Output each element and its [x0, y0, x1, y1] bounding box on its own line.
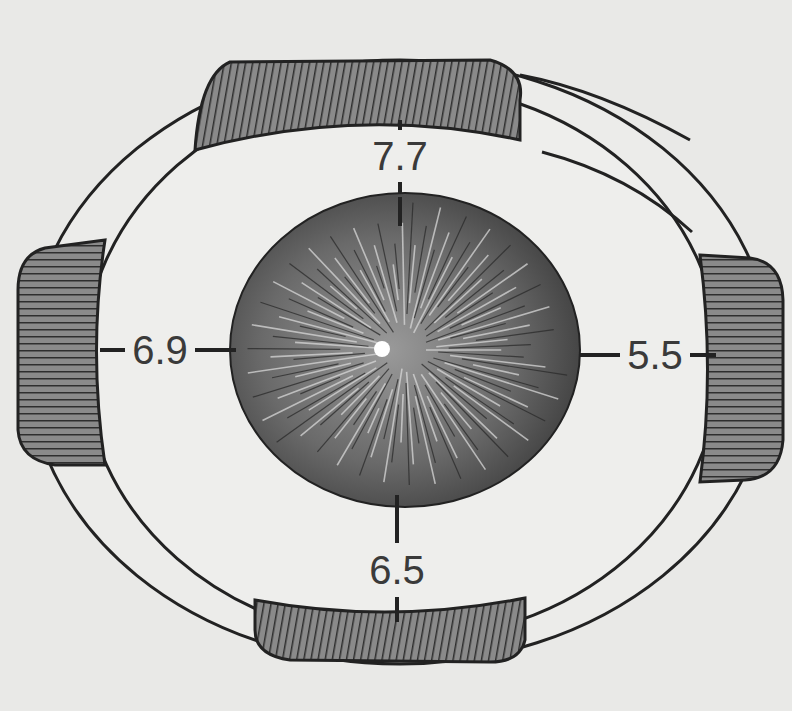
superior-rectus — [195, 60, 521, 150]
iris-streak — [425, 385, 455, 437]
iris-streak — [449, 345, 531, 348]
iris-streak — [272, 364, 338, 378]
globe-outline — [28, 60, 772, 664]
iris — [230, 193, 580, 507]
measurement-label: 5.5 — [625, 334, 685, 376]
iris-streak — [438, 267, 469, 307]
iris-streak — [430, 407, 461, 479]
iris-streak — [463, 325, 530, 338]
measurement-label: 6.5 — [367, 549, 427, 591]
iris-streak — [476, 330, 554, 341]
pupil — [374, 341, 390, 357]
iris-streak — [335, 258, 370, 303]
iris-streak — [409, 245, 415, 303]
iris-streak — [421, 242, 470, 323]
lateral-rectus — [700, 255, 783, 482]
iris-streak — [406, 383, 409, 485]
iris-streak — [395, 244, 399, 289]
oblique-line — [542, 152, 692, 232]
iris-streak — [457, 264, 527, 313]
iris-streak — [248, 348, 341, 350]
iris-streak — [401, 394, 403, 443]
oblique-tendon — [520, 75, 690, 140]
measurement-label: 7.7 — [370, 135, 430, 177]
medial-rectus — [18, 240, 105, 465]
iris-streak — [371, 389, 393, 457]
iris-streak — [414, 250, 434, 318]
iris-streak — [464, 377, 528, 407]
limbus-outline — [84, 84, 720, 640]
iris-streak — [425, 245, 511, 330]
iris-streak — [337, 383, 385, 465]
iris-streak — [277, 363, 388, 443]
iris-streak — [438, 307, 549, 340]
iris-streak — [317, 369, 389, 452]
iris-streak — [352, 374, 392, 449]
iris-streak — [289, 263, 363, 318]
measurement-label: 6.9 — [130, 329, 190, 371]
iris-streak — [445, 363, 559, 399]
iris-streak — [429, 229, 490, 315]
iris-streak — [253, 363, 364, 397]
iris-streak — [301, 388, 359, 436]
iris-streak — [445, 377, 513, 423]
iris-streak — [300, 377, 340, 394]
iris-streak — [438, 287, 517, 331]
iris-texture — [248, 203, 568, 485]
iris-streak — [318, 297, 380, 335]
iris-streak — [302, 283, 371, 328]
iris-streak — [438, 352, 524, 357]
iris-streak — [317, 269, 387, 333]
iris-streak — [414, 385, 435, 463]
inferior-rectus — [255, 598, 525, 662]
iris-streak — [414, 408, 419, 444]
iris-streak — [448, 255, 488, 301]
iris-streak — [450, 355, 545, 367]
iris-streak — [402, 223, 404, 325]
iris-streak — [426, 349, 501, 351]
iris-streak — [368, 408, 379, 433]
iris-streak — [270, 353, 352, 357]
iris-streak — [330, 286, 357, 309]
iris-streak — [262, 376, 352, 421]
iris-streak — [354, 250, 385, 311]
iris-streak — [384, 369, 402, 482]
iris-streak — [450, 284, 541, 328]
iris-streak — [248, 354, 378, 373]
measure-ticks — [100, 120, 716, 622]
iris-streak — [455, 369, 511, 391]
